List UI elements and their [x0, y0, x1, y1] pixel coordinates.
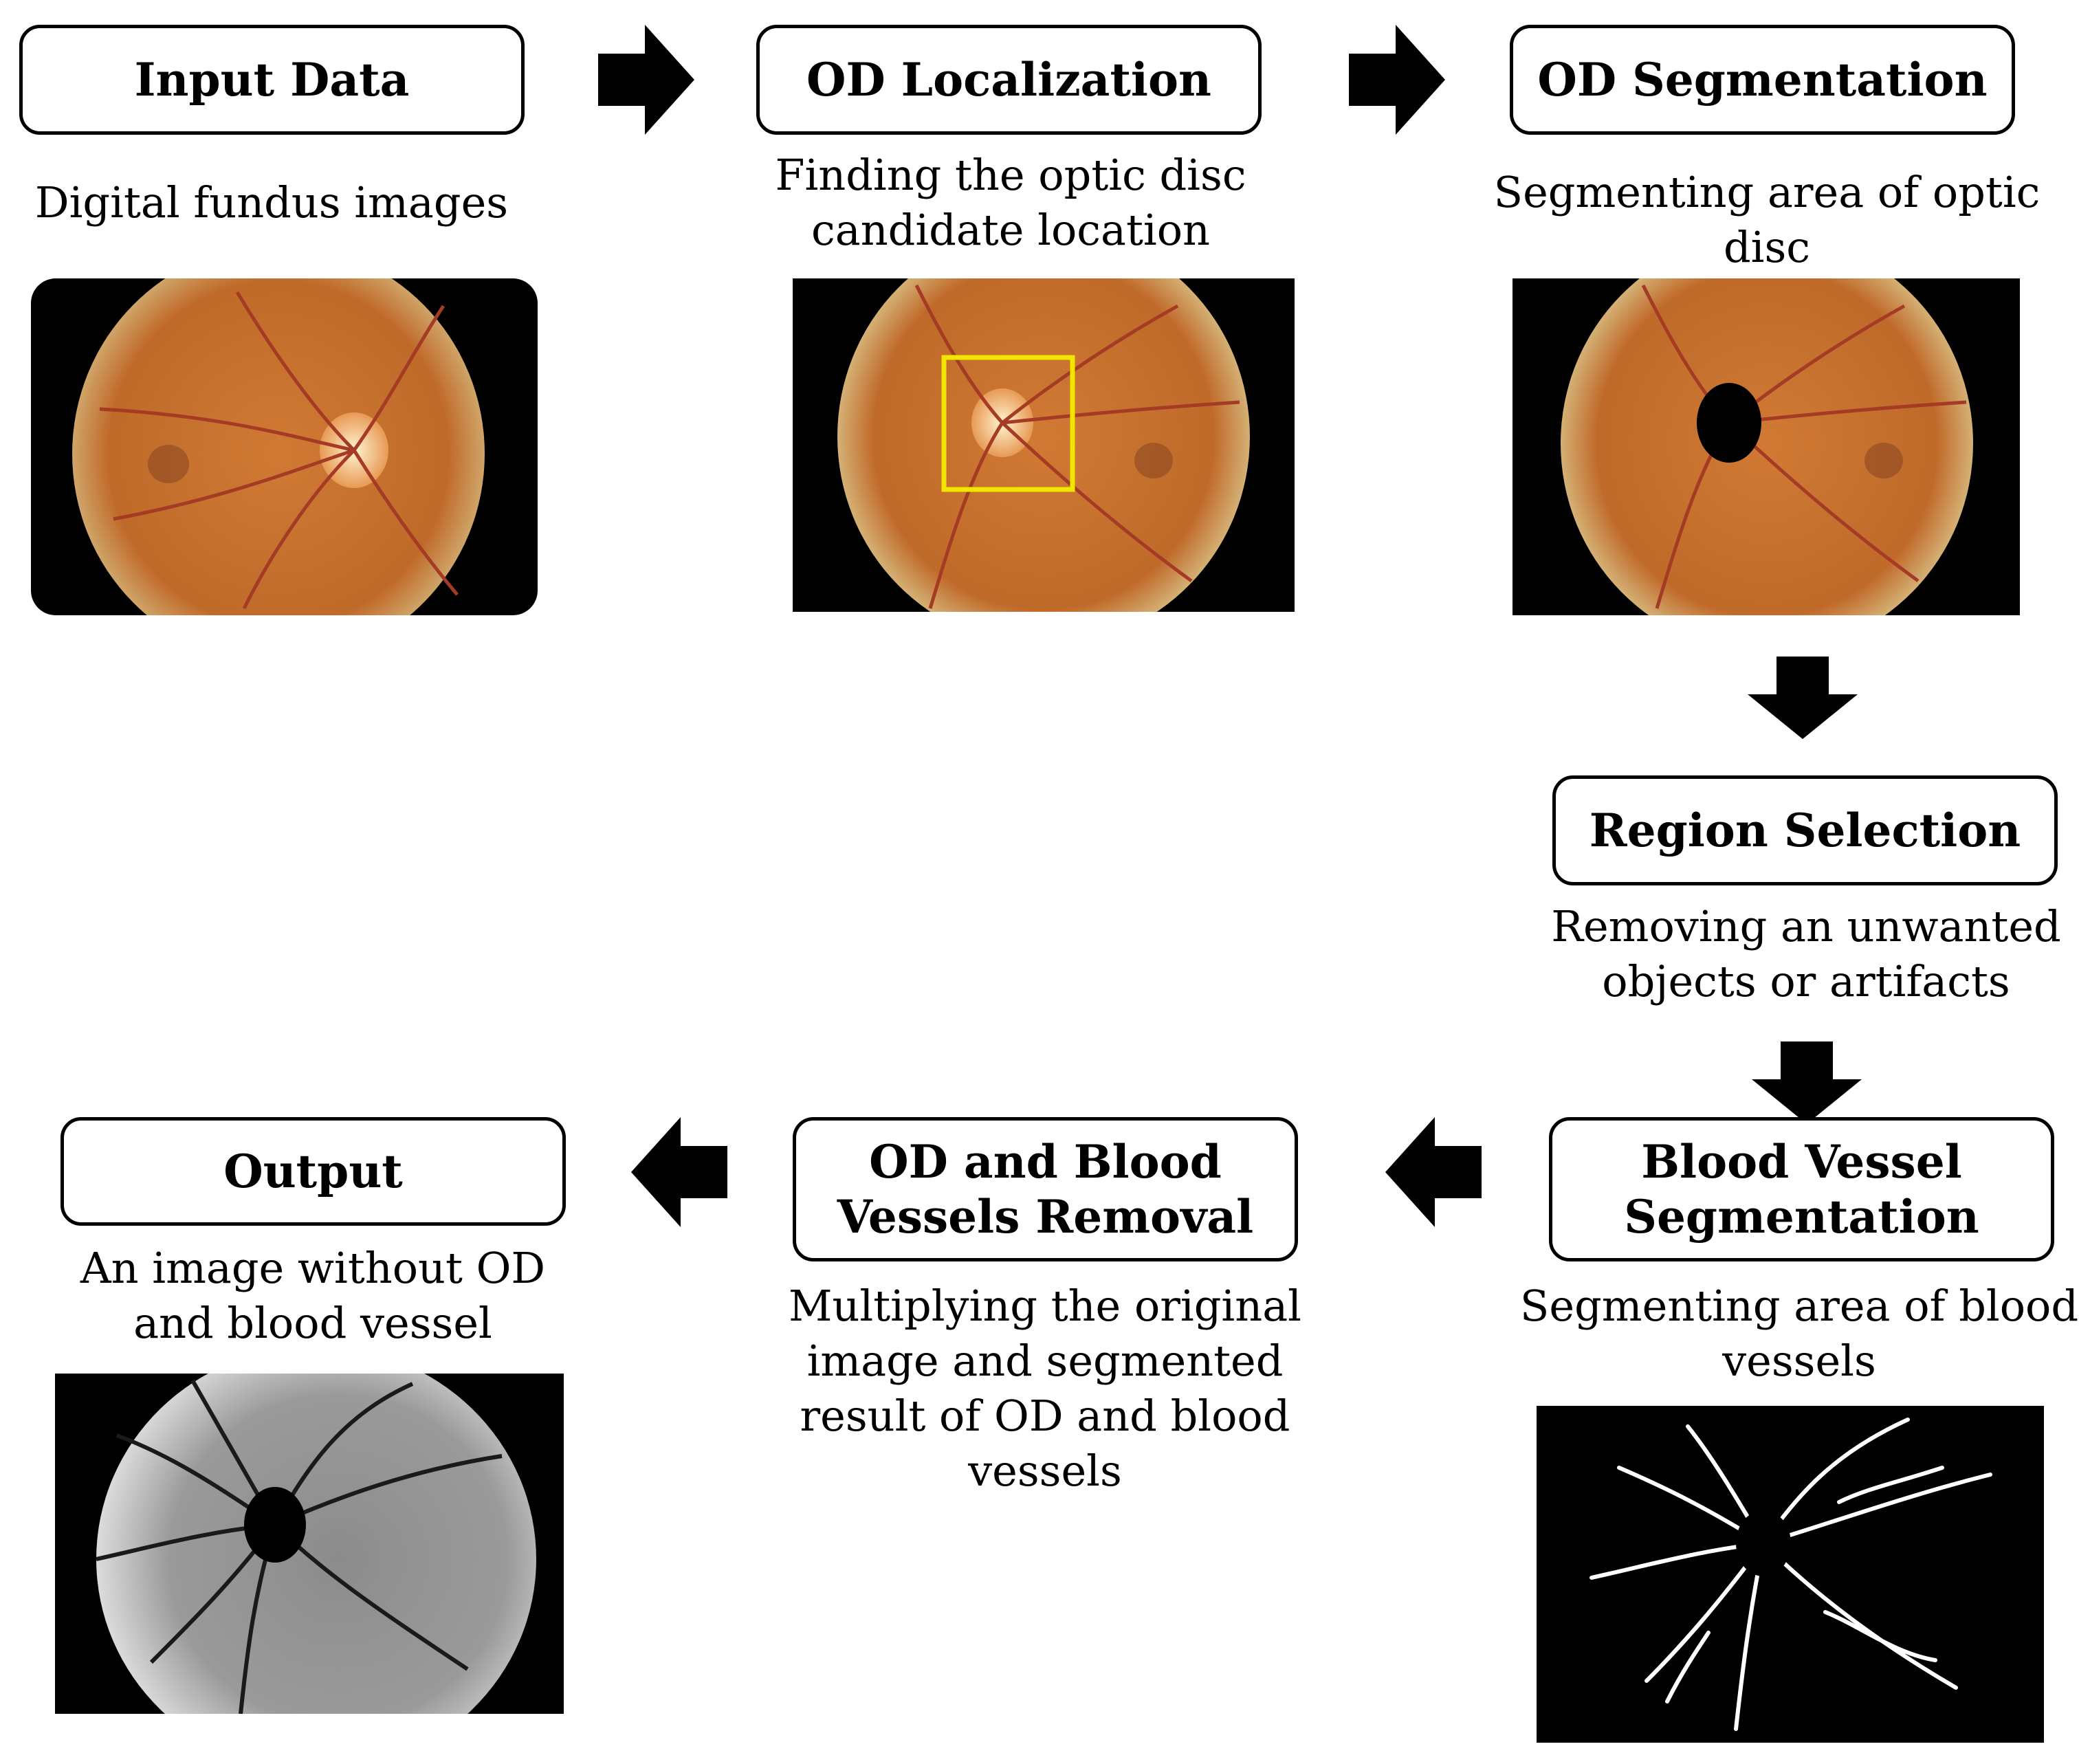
arrow-down-icon — [1752, 1041, 1862, 1124]
arrow-left-icon — [1385, 1117, 1482, 1227]
blood-vessel-segmentation-description: Segmenting area of blood vessels — [1519, 1281, 2079, 1386]
od-vessel-removal-description: Multiplying the original image and segme… — [789, 1281, 1301, 1496]
blood-vessel-segmentation-image — [1537, 1406, 2044, 1743]
od-vessel-removal-title-line1: OD and Blood — [869, 1135, 1222, 1189]
od-segmentation-description: Segmenting area of optic disc — [1493, 167, 2040, 272]
od-segmentation-title: OD Segmentation — [1537, 53, 1988, 107]
arrow-right-icon — [598, 25, 694, 135]
output-box: Output — [60, 1117, 566, 1226]
od-candidate-box — [941, 355, 1075, 492]
input-fundus-image — [31, 278, 538, 615]
blood-vessel-segmentation-title-line2: Segmentation — [1624, 1190, 1979, 1244]
blood-vessel-segmentation-title-line1: Blood Vessel — [1641, 1135, 1962, 1189]
od-vessel-removal-title-line2: Vessels Removal — [837, 1190, 1254, 1244]
od-segmentation-box: OD Segmentation — [1510, 25, 2015, 135]
od-segmentation-image — [1512, 278, 2020, 615]
od-localization-box: OD Localization — [756, 25, 1262, 135]
output-description: An image without OD and blood vessel — [80, 1243, 546, 1348]
blood-vessel-segmentation-box: Blood Vessel Segmentation — [1549, 1117, 2054, 1261]
region-selection-box: Region Selection — [1552, 775, 2058, 885]
od-localization-description: Finding the optic disc candidate locatio… — [775, 150, 1246, 255]
output-image — [55, 1374, 564, 1714]
input-data-title: Input Data — [134, 53, 410, 107]
arrow-left-icon — [631, 1117, 727, 1227]
od-mask — [1697, 383, 1761, 463]
input-data-box: Input Data — [19, 25, 525, 135]
input-data-description: Digital fundus images — [34, 177, 509, 228]
od-localization-image — [793, 278, 1295, 612]
region-selection-title: Region Selection — [1589, 804, 2021, 857]
region-selection-description: Removing an unwanted objects or artifact… — [1551, 901, 2061, 1006]
arrow-down-icon — [1748, 657, 1858, 739]
od-localization-title: OD Localization — [806, 53, 1212, 107]
output-title: Output — [223, 1145, 403, 1198]
arrow-right-icon — [1349, 25, 1445, 135]
od-vessel-removal-box: OD and Blood Vessels Removal — [793, 1117, 1298, 1261]
